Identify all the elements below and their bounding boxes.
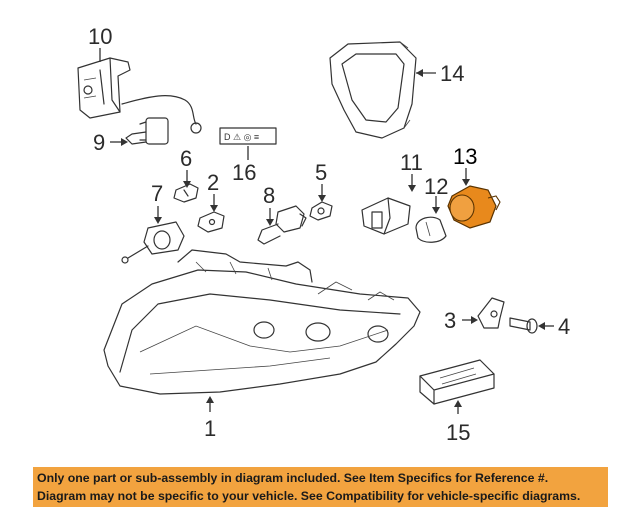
callout-1: 1 [204, 416, 216, 441]
arrow-6 [183, 181, 191, 188]
callout-16: 16 [232, 160, 256, 185]
arrow-14 [416, 69, 423, 77]
callout-15: 15 [446, 420, 470, 445]
arrow-13 [462, 179, 470, 186]
part-1-headlamp-assembly [103, 249, 421, 395]
arrow-5 [318, 195, 326, 202]
part-9-xenon-bulb [125, 117, 202, 145]
part-15-control-unit [419, 359, 495, 405]
callout-11: 11 [400, 150, 423, 175]
part-12-wedge-bulb [415, 216, 447, 243]
label-glyphs: D ⚠ ◎ ≡ [224, 132, 259, 142]
arrow-9 [121, 138, 128, 146]
part-7-leveling-motor [121, 221, 185, 264]
part-13-highlighted-socket [447, 185, 501, 229]
compatibility-notice-banner: Only one part or sub-assembly in diagram… [33, 467, 608, 507]
arrow-7 [154, 217, 162, 224]
part-2-bracket [197, 211, 225, 233]
arrow-11 [408, 185, 416, 192]
part-3-mounting-bracket [477, 297, 505, 329]
part-14-headlamp-cover [329, 41, 417, 139]
arrow-2 [210, 205, 218, 212]
arrow-15 [454, 400, 462, 407]
notice-line-2: Diagram may not be specific to your vehi… [37, 489, 581, 503]
callout-12: 12 [424, 174, 448, 199]
part-4-bolt [509, 317, 538, 334]
callout-8: 8 [263, 183, 275, 208]
part-10-ballast-module [77, 57, 197, 125]
part-16-warning-label: D ⚠ ◎ ≡ [219, 127, 277, 145]
callout-10: 10 [88, 24, 112, 49]
arrow-8 [266, 219, 274, 226]
arrow-12 [432, 207, 440, 214]
callout-3: 3 [444, 308, 456, 333]
arrow-4 [538, 322, 545, 330]
callout-7: 7 [151, 181, 163, 206]
callout-2: 2 [207, 170, 219, 195]
part-6-clip [173, 183, 199, 203]
arrow-1 [206, 396, 214, 403]
part-5-socket [309, 201, 333, 221]
callout-5: 5 [315, 160, 327, 185]
callout-14: 14 [440, 61, 464, 86]
callout-4: 4 [558, 314, 570, 339]
part-8-halogen-bulb [257, 205, 307, 245]
callout-13: 13 [453, 144, 477, 169]
notice-line-1: Only one part or sub-assembly in diagram… [37, 471, 549, 485]
part-11-bulb-socket [361, 197, 411, 235]
callout-9: 9 [93, 130, 105, 155]
callout-6: 6 [180, 146, 192, 171]
arrow-3 [471, 316, 478, 324]
